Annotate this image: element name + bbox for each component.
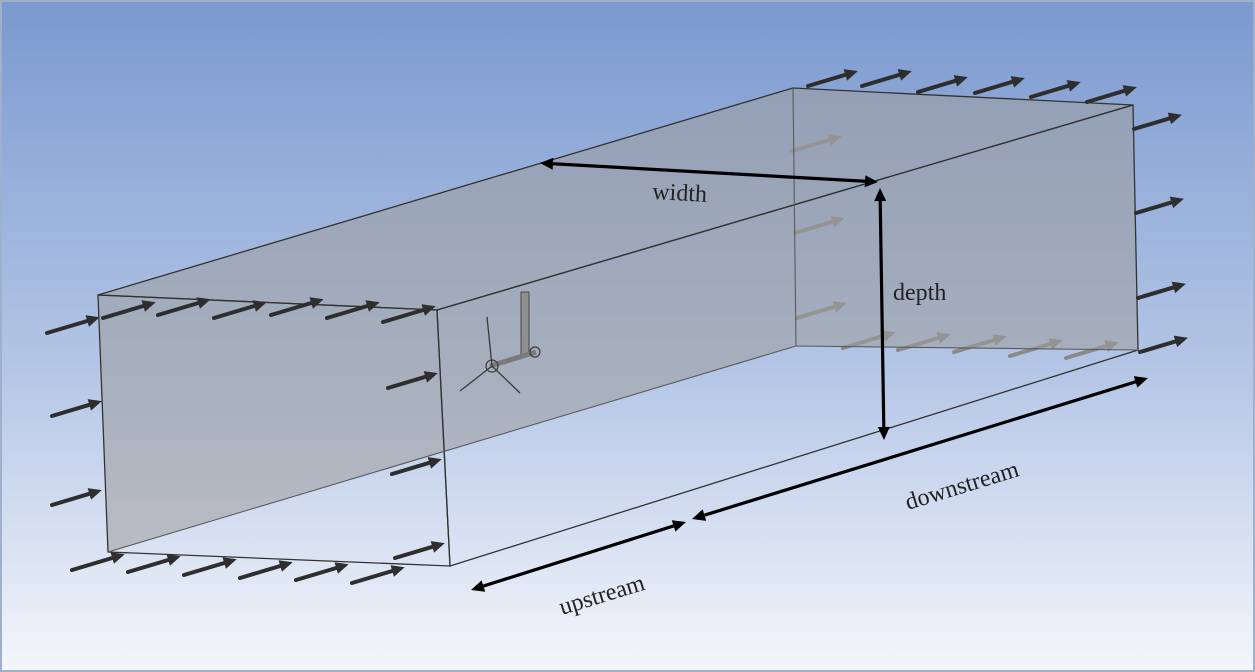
inlet-arrow-bottom-4: [238, 560, 293, 580]
inlet-arrow-top-4: [212, 300, 267, 320]
inlet-arrow-bottom-2: [126, 554, 181, 574]
inlet-arrow-right-1: [386, 371, 438, 390]
hidden-edge-bottom-right: [795, 345, 1139, 351]
turbine-model: [459, 291, 541, 394]
inlet-arrow-left-2: [50, 488, 102, 507]
outlet-arrow-right-3: [1136, 281, 1186, 300]
turbine-blade-2: [459, 365, 493, 392]
flow-arrows: [45, 69, 1188, 585]
inlet-arrow-top-3: [156, 297, 211, 317]
hidden-edge-bottom-long: [107, 345, 797, 553]
turbine-tower: [520, 291, 530, 355]
inlet-arrow-bottom-5: [294, 562, 349, 582]
inlet-arrow-right-2: [390, 457, 442, 476]
outlet-arrow-top-2: [860, 69, 912, 88]
inlet-arrow-top-1: [45, 315, 100, 335]
outlet-arrow-top-4: [973, 76, 1025, 95]
inlet-arrow-top-6: [325, 300, 380, 320]
label-depth: depth: [893, 280, 946, 306]
outlet-arrow-top-5: [1029, 80, 1081, 99]
box-front-face: [97, 294, 451, 567]
inlet-arrow-left-1: [50, 399, 102, 418]
inlet-arrow-top-5: [269, 297, 324, 317]
depth-dimension-arrow: [874, 188, 890, 440]
inlet-arrow-bottom-6: [350, 565, 405, 585]
outlet-arrow-right-4: [1138, 335, 1188, 354]
inlet-arrow-bottom-3: [182, 557, 237, 577]
turbine-rear-bearing: [529, 346, 541, 358]
outlet-arrow-right-2: [1134, 196, 1184, 215]
turbine-blade-1: [486, 316, 493, 367]
outlet-arrow-top-1: [806, 69, 858, 88]
turbine-blade-3: [491, 365, 521, 394]
box-back-face: [98, 88, 1138, 552]
outlet-arrow-top-6: [1085, 85, 1137, 104]
inlet-arrow-top-2: [101, 300, 156, 320]
downstream-dimension-arrow: [692, 376, 1148, 521]
dimension-lines: [471, 157, 1148, 592]
inlet-arrow-right-3: [393, 541, 445, 560]
width-dimension-arrow: [540, 157, 878, 188]
upstream-dimension-arrow: [471, 520, 686, 592]
hidden-edge-vertical: [792, 87, 797, 347]
inlet-arrow-bottom-1: [70, 552, 125, 572]
outlet-arrow-top-3: [916, 75, 968, 94]
outlet-arrow-right-1: [1132, 112, 1182, 131]
flow-domain-box: [97, 87, 1139, 567]
label-width: width: [652, 179, 708, 208]
inlet-arrow-top-7: [381, 304, 436, 324]
